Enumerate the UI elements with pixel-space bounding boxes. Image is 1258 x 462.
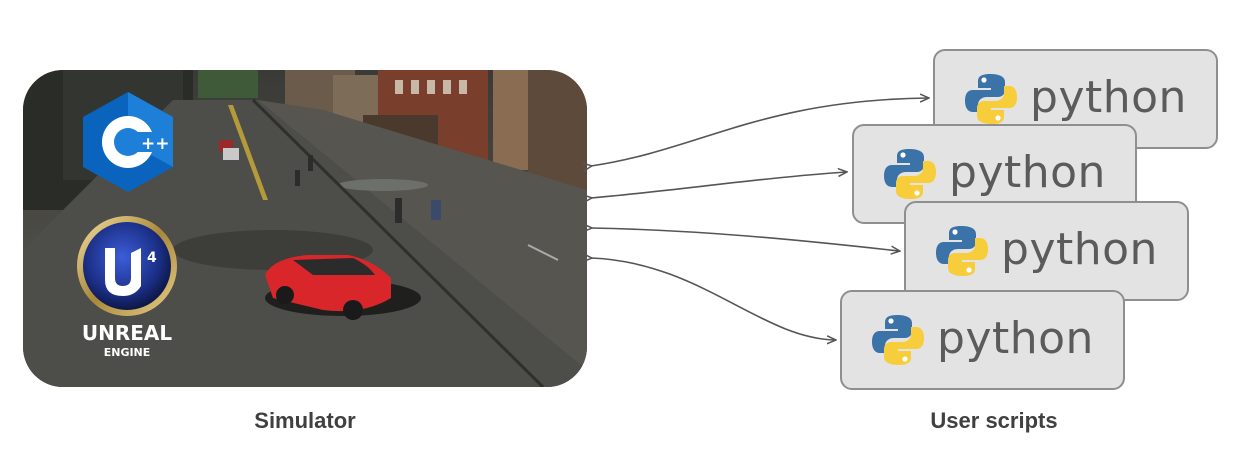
arrow-4 [591,258,835,340]
cpp-logo: ++ [83,92,173,192]
python-label: python [1001,223,1158,275]
svg-text:++: ++ [141,134,170,154]
python-label: python [937,312,1094,364]
python-icon [884,149,937,199]
user-scripts-caption: User scripts [930,408,1058,433]
simulator-caption: Simulator [254,408,356,433]
unreal-engine-logo: 4 UNREAL ENGINE [77,216,177,359]
svg-text:ENGINE: ENGINE [104,346,151,359]
svg-text:4: 4 [147,250,157,266]
red-car [265,255,421,320]
python-script-box: python [840,290,1125,390]
python-label: python [1030,71,1187,123]
arrow-1 [591,98,928,166]
python-icon [872,315,925,365]
svg-text:UNREAL: UNREAL [82,321,173,345]
python-icon [965,74,1018,124]
arrow-3 [591,228,899,251]
simulator-panel: ++ 4 UNREAL ENGINE [23,70,587,387]
python-label: python [949,146,1106,198]
python-script-box: python [904,201,1189,301]
simulator-scene: ++ 4 UNREAL ENGINE [23,70,587,387]
python-icon [936,226,989,276]
arrow-2 [591,172,846,198]
